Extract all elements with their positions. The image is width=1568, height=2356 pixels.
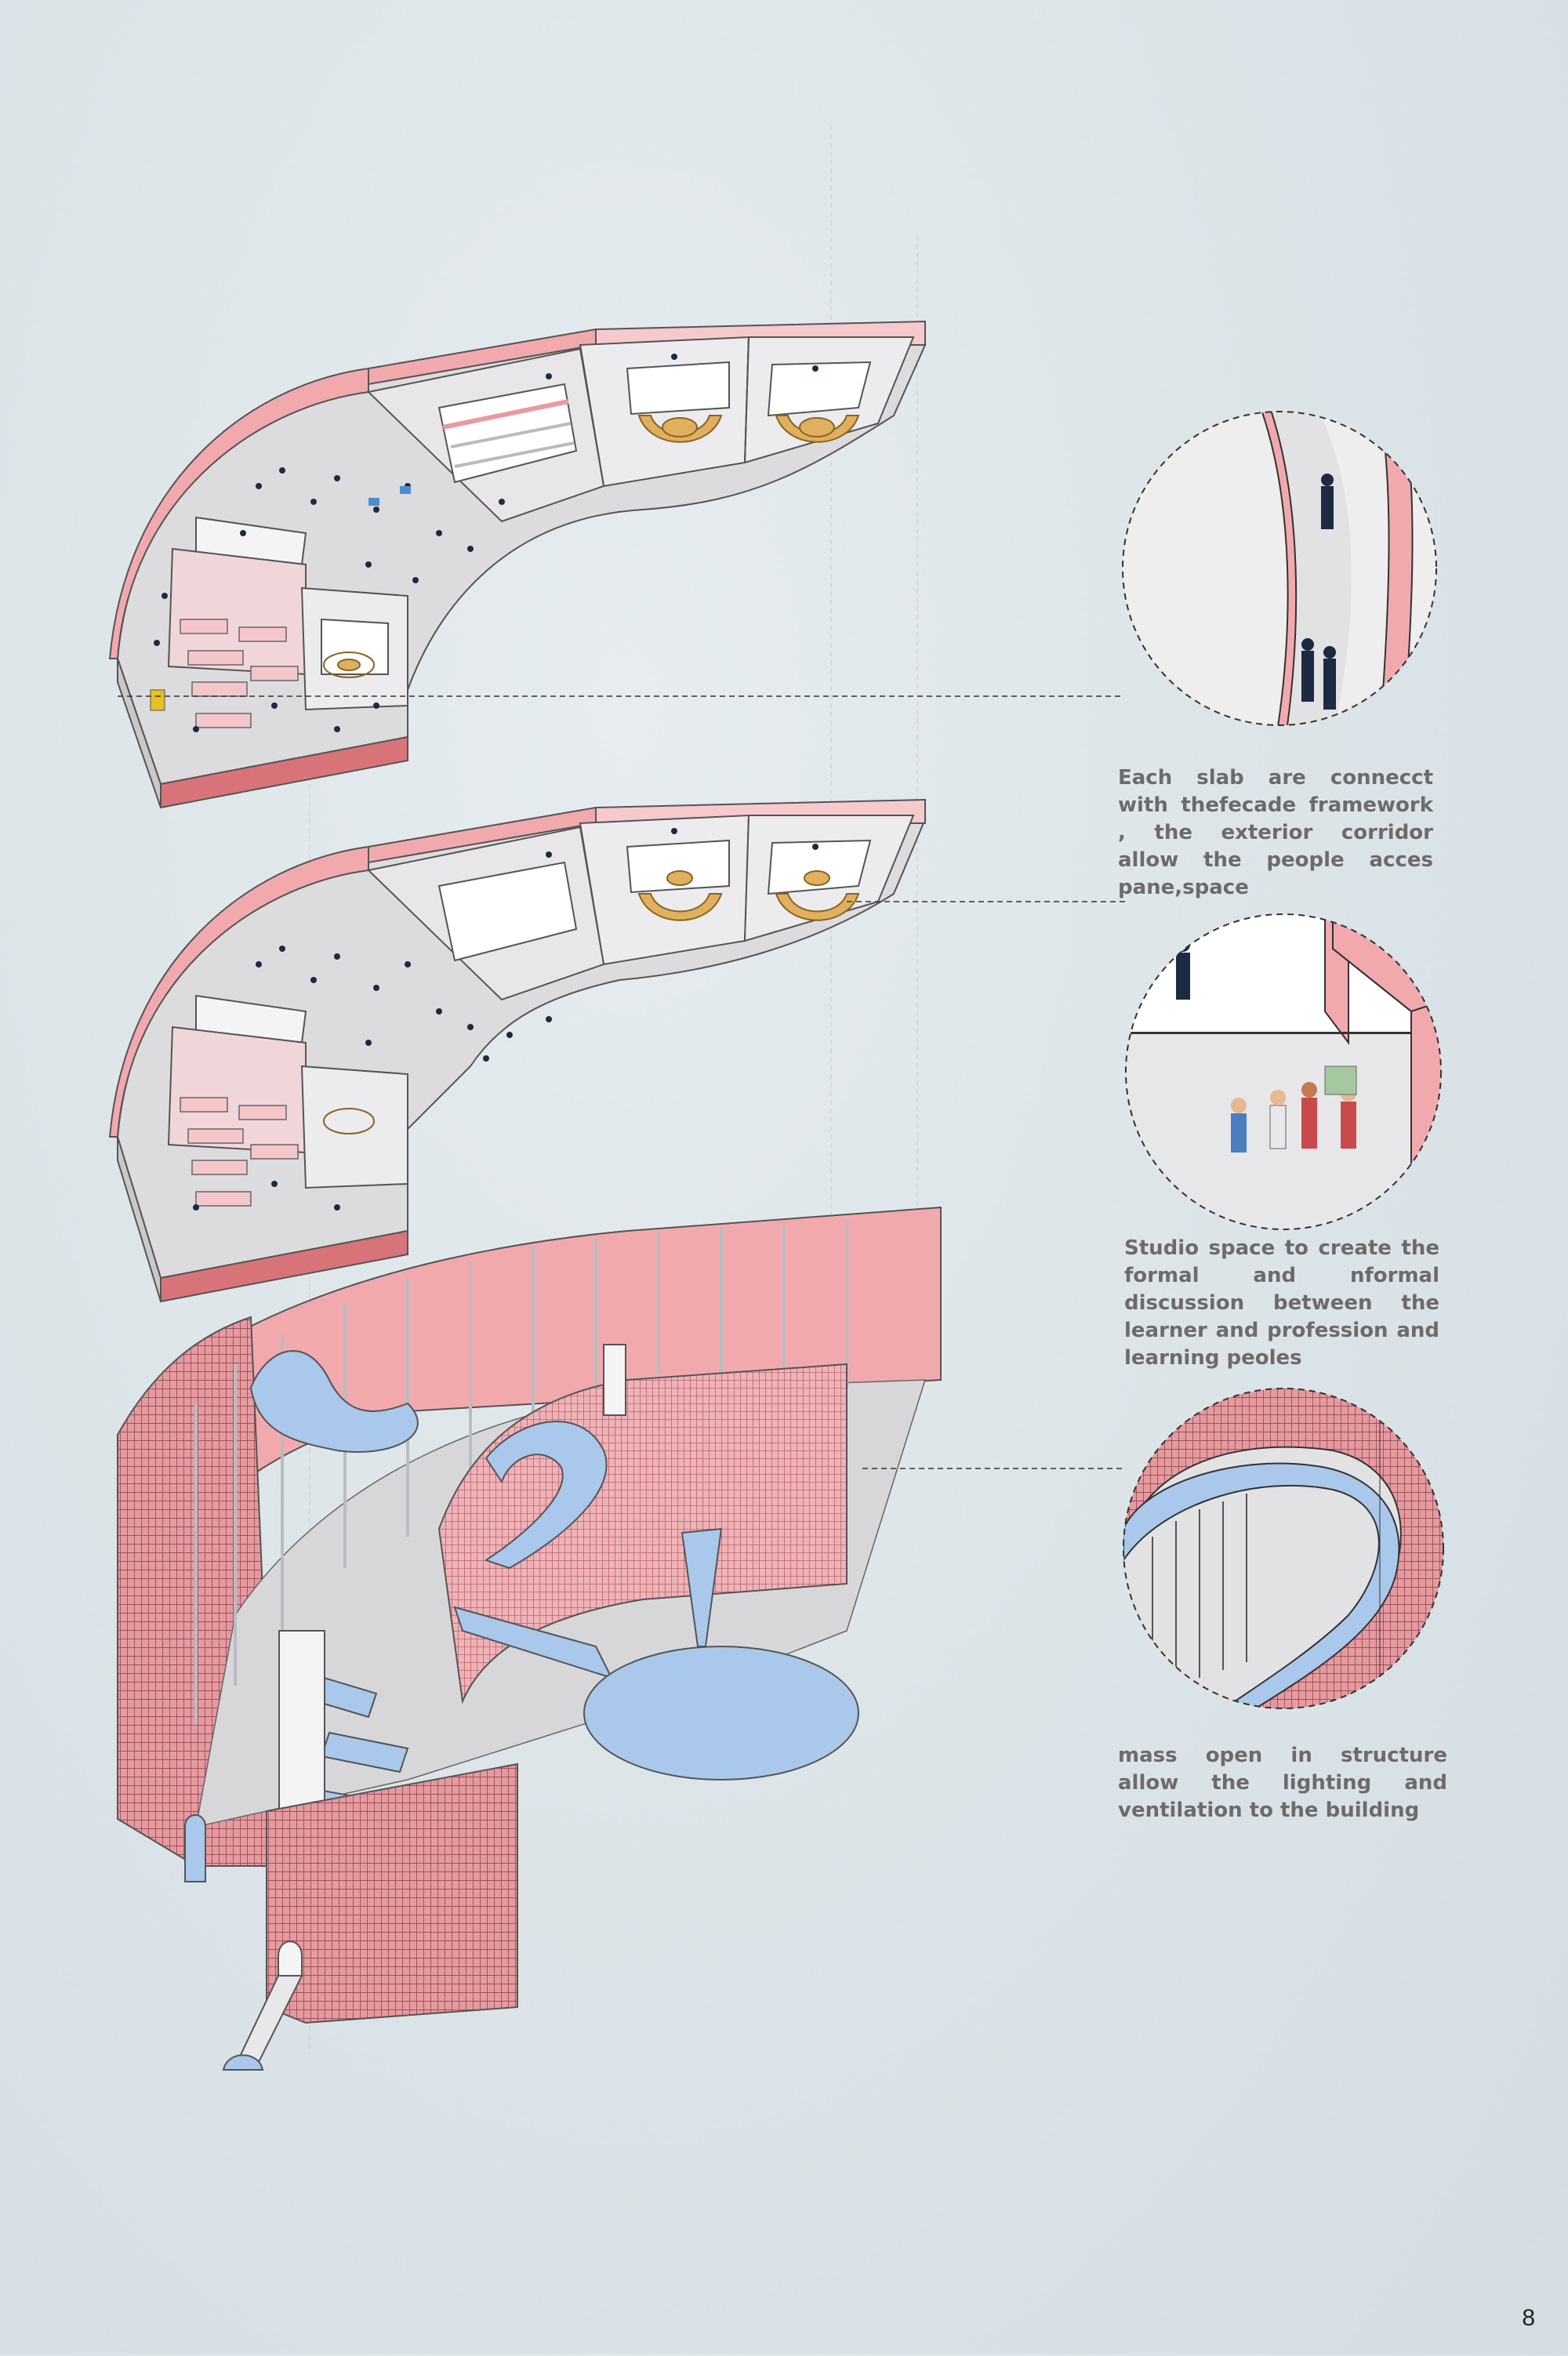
ground-floor-structure	[117, 1206, 942, 2071]
detail-circle-corridor	[1122, 411, 1437, 726]
callout-leaders	[118, 695, 1126, 1469]
middle-slab-people	[193, 828, 818, 1211]
annotation-slab-connection: Each slab are connecct with thefecade fr…	[1118, 766, 1433, 899]
page-number: 8	[1522, 2305, 1535, 2331]
upper-floor-slab	[108, 320, 927, 809]
detail-circle-studio	[1125, 913, 1442, 1230]
middle-floor-slab	[108, 798, 927, 1303]
annotation-mass-opening: mass open in structure allow the lightin…	[1118, 1744, 1447, 1822]
annotation-studio-space: Studio space to create the formal and nf…	[1124, 1236, 1439, 1370]
detail-circle-structure	[1123, 1388, 1444, 1709]
